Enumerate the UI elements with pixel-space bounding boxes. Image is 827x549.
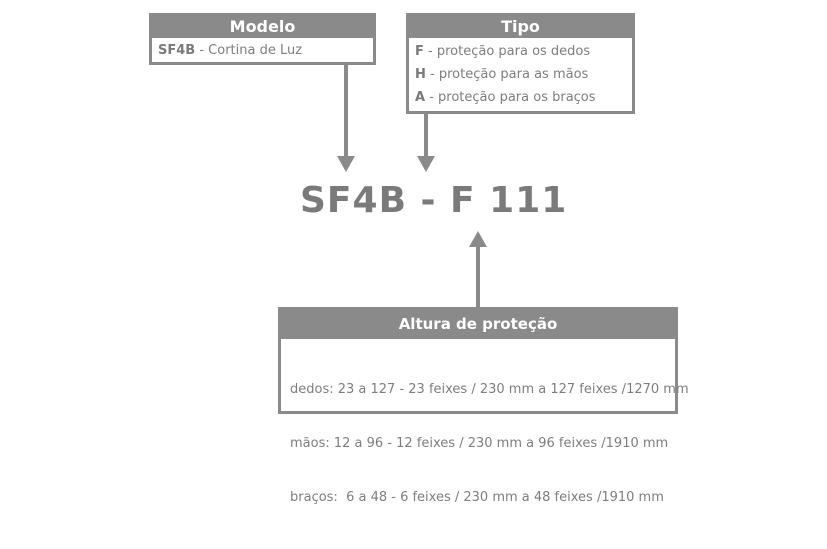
- tipo-connector-line: [424, 114, 428, 157]
- tipo-item-key: F: [415, 44, 424, 59]
- tipo-item-text: - proteção para os dedos: [423, 44, 591, 59]
- altura-line: mãos: 12 a 96 - 12 feixes / 230 mm a 96 …: [290, 436, 669, 451]
- tipo-item-text: - proteção para as mãos: [425, 67, 589, 82]
- tipo-item: H - proteção para as mãos: [415, 63, 626, 86]
- arrow-up-icon: [469, 231, 487, 247]
- altura-list: dedos: 23 a 127 - 23 feixes / 230 mm a 1…: [281, 339, 689, 549]
- tipo-item-key: H: [415, 67, 426, 82]
- altura-title: Altura de proteção: [281, 310, 675, 339]
- tipo-item: A - proteção para os braços: [415, 86, 626, 109]
- tipo-list: F - proteção para os dedos H - proteção …: [409, 38, 632, 111]
- model-code: SF4B - F 111: [300, 180, 568, 221]
- modelo-connector-line: [344, 65, 348, 157]
- tipo-item-key: A: [415, 90, 426, 105]
- arrow-down-icon: [337, 156, 355, 172]
- arrow-down-icon: [417, 156, 435, 172]
- modelo-item-key: SF4B: [158, 43, 196, 58]
- altura-line: braços: 6 a 48 - 6 feixes / 230 mm a 48 …: [290, 490, 664, 505]
- tipo-title: Tipo: [409, 16, 632, 38]
- altura-box: Altura de proteção dedos: 23 a 127 - 23 …: [278, 307, 689, 505]
- modelo-item: SF4B - Cortina de Luz: [152, 38, 373, 64]
- tipo-box: Tipo F - proteção para os dedos H - prot…: [406, 13, 635, 114]
- altura-connector-line: [476, 246, 480, 308]
- tipo-item: F - proteção para os dedos: [415, 40, 626, 63]
- modelo-box: Modelo SF4B - Cortina de Luz: [149, 13, 376, 65]
- modelo-title: Modelo: [152, 16, 373, 38]
- altura-line: dedos: 23 a 127 - 23 feixes / 230 mm a 1…: [290, 382, 689, 397]
- tipo-item-text: - proteção para os braços: [425, 90, 596, 105]
- modelo-item-text: - Cortina de Luz: [195, 43, 303, 58]
